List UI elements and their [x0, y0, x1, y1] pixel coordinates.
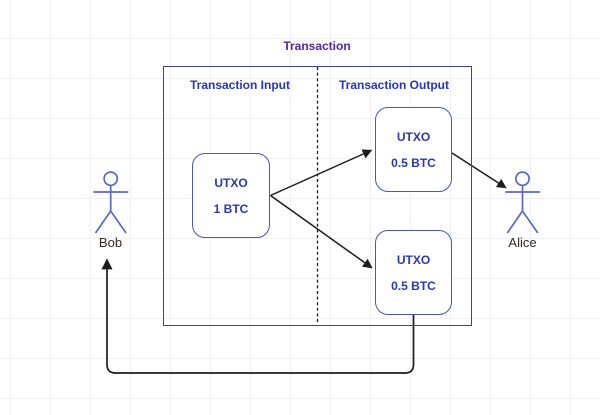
alice-label: Alice — [508, 235, 537, 250]
utxo-output-node-1: UTXO 0.5 BTC — [375, 107, 452, 192]
utxo-amount: 0.5 BTC — [391, 278, 436, 293]
utxo-amount: 0.5 BTC — [391, 155, 436, 170]
transaction-input-label: Transaction Input — [189, 78, 290, 92]
utxo-output-node-2: UTXO 0.5 BTC — [375, 230, 452, 315]
transaction-output-label: Transaction Output — [338, 78, 449, 92]
utxo-input-node: UTXO 1 BTC — [192, 153, 270, 238]
bob-label: Bob — [98, 235, 123, 250]
utxo-label: UTXO — [396, 129, 431, 144]
transaction-box — [163, 66, 472, 326]
utxo-label: UTXO — [214, 175, 248, 190]
bob-person-stick-figure-icon — [93, 171, 129, 234]
utxo-label: UTXO — [396, 252, 431, 267]
utxo-amount: 1 BTC — [213, 201, 249, 216]
alice-person-stick-figure-icon — [505, 171, 541, 234]
transaction-title: Transaction — [283, 39, 351, 53]
